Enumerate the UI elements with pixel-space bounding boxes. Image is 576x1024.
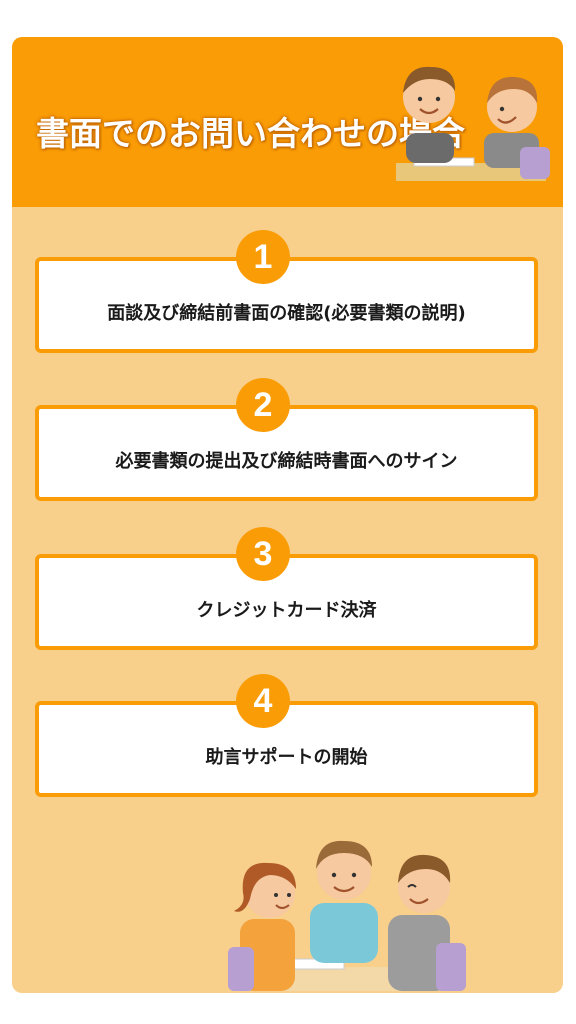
step-card-1: 面談及び締結前書面の確認(必要書類の説明)	[35, 257, 538, 353]
step-3-number-badge: 3	[236, 527, 290, 581]
header-banner: 書面でのお問い合わせの場合	[12, 37, 563, 207]
step-card-3: クレジットカード決済	[35, 554, 538, 650]
step-1-label: 面談及び締結前書面の確認(必要書類の説明)	[107, 303, 466, 324]
step-card-2: 必要書類の提出及び締結時書面へのサイン	[35, 405, 538, 501]
step-1-number-badge: 1	[236, 230, 290, 284]
step-4-label: 助言サポートの開始	[205, 747, 368, 768]
meeting-illustration	[228, 840, 466, 991]
page-title: 書面でのお問い合わせの場合	[36, 114, 465, 153]
info-card: 書面でのお問い合わせの場合 面談及び締結前書面の確認(必要書類の説明) 1 必要…	[12, 37, 563, 993]
step-card-4: 助言サポートの開始	[35, 701, 538, 797]
step-4-number-badge: 4	[236, 674, 290, 728]
consultation-illustration	[396, 66, 550, 181]
step-3-label: クレジットカード決済	[196, 600, 377, 621]
step-2-label: 必要書類の提出及び締結時書面へのサイン	[115, 451, 458, 472]
step-2-number-badge: 2	[236, 378, 290, 432]
